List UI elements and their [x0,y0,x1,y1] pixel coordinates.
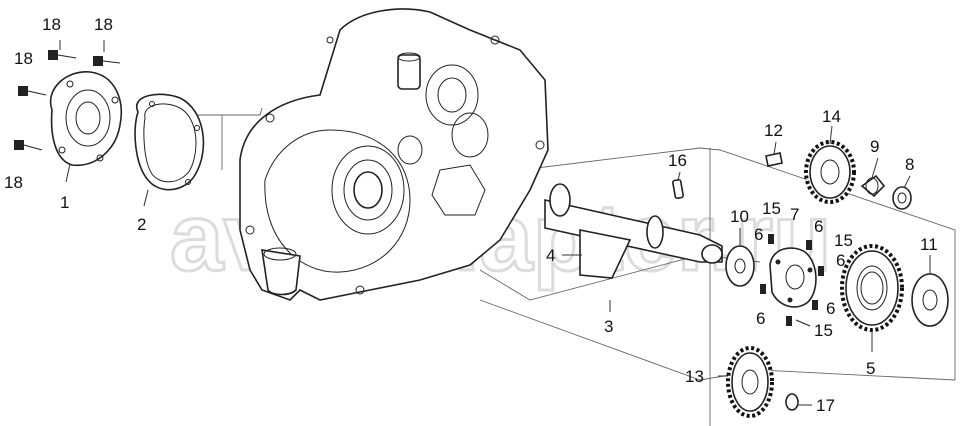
part-11-washer [911,273,949,327]
callout-18: 18 [94,15,113,34]
part-16-pin [672,178,684,200]
roller [818,266,824,276]
callout-10: 10 [730,207,749,226]
callout-14: 14 [822,107,841,126]
callout-6: 6 [826,299,835,318]
rollers-and-springs [760,234,824,327]
crankcase-housing [239,8,549,301]
callout-5: 5 [866,359,875,378]
part-7-clutch-plate [769,247,817,308]
callout-3: 3 [604,317,613,336]
part-10-washer [725,245,755,287]
part-9-shaft-piece [860,174,886,198]
bolt [48,50,77,60]
bolt [14,140,43,151]
roller [768,234,774,244]
callout-18: 18 [4,173,23,192]
callout-4: 4 [546,246,555,265]
leader-lines [59,40,931,406]
callout-labels: 1 2 3 4 5 6 6 6 6 6 7 8 9 10 11 12 13 14… [4,15,938,415]
bolt [18,86,47,96]
callout-7: 7 [790,205,799,224]
callout-13: 13 [685,367,704,386]
part-8-nut [892,186,912,210]
callout-15: 15 [834,231,853,250]
callout-6: 6 [836,251,845,270]
callout-8: 8 [905,155,914,174]
part-13-gear [726,346,774,418]
callout-2: 2 [137,215,146,234]
roller [760,284,766,294]
part-1-cover-plate [49,71,122,167]
callout-6: 6 [756,309,765,328]
bolts-18 [14,50,121,151]
part-5-large-gear [840,244,904,332]
callout-18: 18 [42,15,61,34]
part-17-circlip [785,393,799,411]
callout-11: 11 [920,235,938,254]
group-brackets [190,107,956,426]
roller [806,240,812,250]
callout-16: 16 [668,151,687,170]
callout-6: 6 [754,225,763,244]
callout-15: 15 [762,199,781,218]
callout-1: 1 [60,193,69,212]
bolt [93,56,121,66]
part-4-shaft-assembly [544,183,723,279]
spring [795,319,811,327]
callout-12: 12 [764,121,783,140]
roller [812,300,818,310]
part-12-block [765,152,783,167]
callout-15: 15 [814,321,833,340]
callout-9: 9 [870,137,879,156]
callout-17: 17 [816,396,835,415]
part-14-gear [804,140,856,204]
part-2-gasket [134,93,205,191]
callout-6: 6 [814,217,823,236]
roller [786,316,792,326]
callout-18: 18 [14,49,33,68]
